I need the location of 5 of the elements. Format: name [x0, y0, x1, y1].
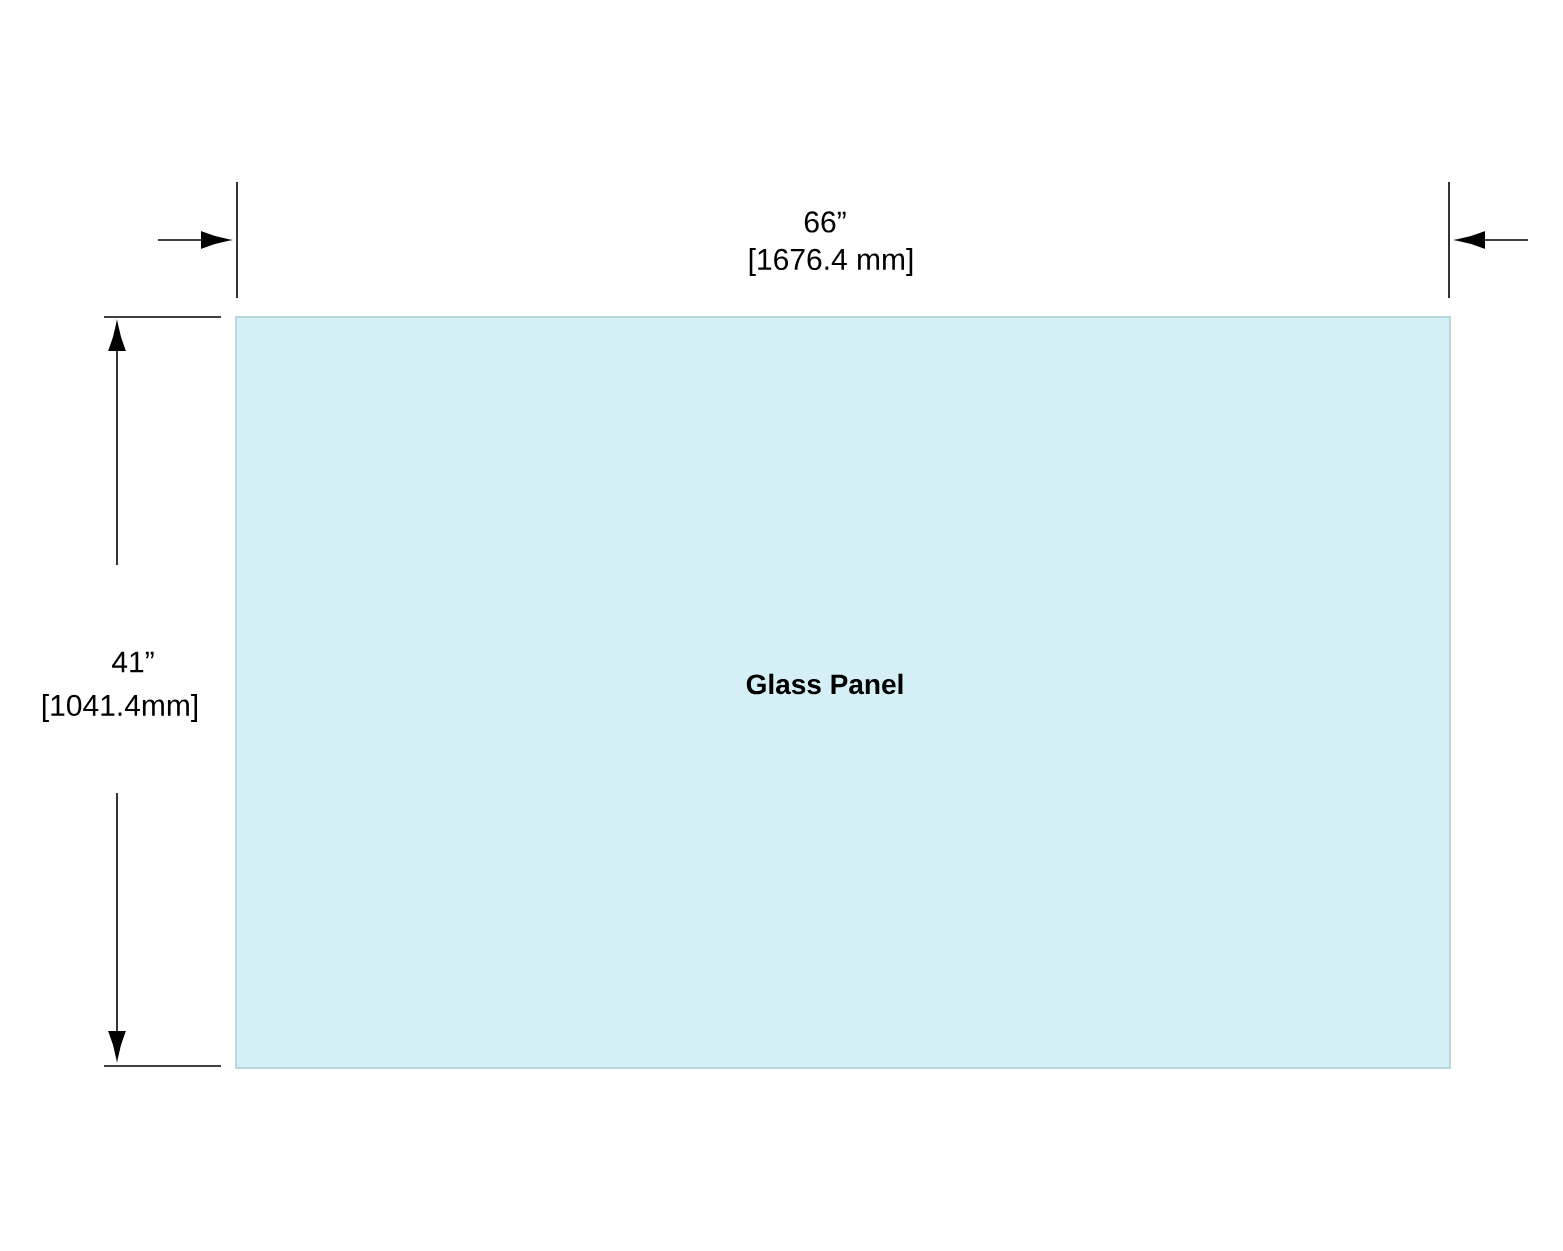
glass-panel: Glass Panel [235, 316, 1451, 1069]
dimension-label: [1676.4 mm] [749, 248, 913, 276]
dimension-label: 41” [112, 651, 154, 673]
dimension-label: 66” [804, 211, 846, 233]
dimension-label: [1041.4mm] [42, 694, 198, 722]
